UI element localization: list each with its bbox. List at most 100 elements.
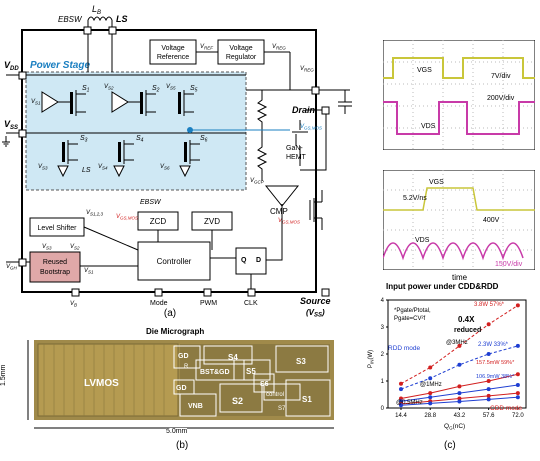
data-point (457, 396, 462, 401)
freq-05mhz-label: @0.5MHz (396, 400, 423, 406)
data-point (486, 352, 491, 356)
micrograph-title: Die Micrograph (146, 327, 205, 336)
formula-label-2: Pgate=CV²f (394, 316, 426, 322)
q-label: Q (241, 257, 247, 264)
resistor-divider (256, 90, 268, 181)
vgsmos-bottom-label: VGS,MOS (278, 218, 300, 225)
level-label: 400V (483, 217, 500, 224)
data-point (515, 395, 520, 400)
freq-1mhz-label: @1MHz (420, 382, 442, 388)
micrograph-width-label: 5.0mm (166, 428, 188, 435)
data-point (428, 365, 433, 370)
reduced-label-1: 0.4X (458, 315, 475, 324)
time-axis-label: time (452, 273, 468, 282)
die-texture (43, 344, 165, 416)
source-pin-sub-label: (VSS) (306, 308, 325, 319)
reduced-label-2: reduced (454, 327, 481, 334)
vs5-label: VS5 (166, 84, 176, 91)
voltage-regulator-label-2: Regulator (226, 54, 257, 61)
y-tick-label: 4 (381, 298, 385, 304)
vdd-pin-label: VDD (4, 60, 19, 72)
vss-pin-label: VSS (4, 119, 18, 131)
data-point (515, 391, 520, 396)
annot-157mw: 157.5mW 59%* (476, 360, 515, 366)
zcd-label: ZCD (150, 217, 167, 226)
gan-hemt-symbol (292, 120, 308, 166)
reused-bootstrap-label-1: Reused (43, 259, 67, 266)
data-point (428, 401, 433, 406)
x-tick-label: 28.8 (424, 413, 436, 419)
switch-row-bottom: VS3 VS4 VS6 S3 S4 S6 LS (38, 135, 208, 178)
annot-106mw: 106.9mW 38%* (476, 374, 515, 380)
block-s7: S7 (278, 406, 286, 412)
ebsw-pad (83, 26, 92, 35)
data-point (398, 381, 403, 386)
vs4-label: VS4 (98, 164, 108, 171)
vreg2-label: VREG (300, 66, 314, 73)
block-gd-mid: GD (176, 385, 187, 392)
vgs-label-bottom: VGS (429, 179, 444, 186)
micrograph-height-label: 1.5mm (0, 364, 7, 386)
data-point (428, 395, 433, 400)
data-point (457, 384, 462, 389)
vds-label-bottom: VDS (415, 237, 430, 244)
pwm-pin-label: PWM (200, 300, 217, 307)
schematic-panel: Power Stage LB EBSW LS VDD VSS Voltage R… (2, 4, 352, 319)
gan-label-2: HEMT (286, 154, 307, 161)
vs1-label: VS1 (31, 99, 41, 106)
s1-label: S1 (82, 85, 90, 94)
data-point (398, 387, 403, 392)
voltage-reference-label-1: Voltage (161, 45, 184, 52)
vin-pin-label: VB (70, 301, 77, 308)
ls-pad (108, 26, 117, 35)
series-line-0 (400, 304, 519, 385)
gan-label-1: GaN- (286, 145, 303, 152)
s5-label: S5 (190, 85, 198, 94)
scope-panel-top: VGS 7V/div VDS 200V/div (383, 40, 535, 150)
x-tick-label: 57.6 (483, 413, 495, 419)
data-point (457, 362, 462, 367)
x-tick-label: 14.4 (395, 413, 407, 419)
y-tick-label: 2 (381, 352, 385, 358)
vds-label-top: VDS (421, 123, 436, 130)
annot-3-8w: 3.8W 57%* (474, 302, 505, 308)
block-lvmos: LVMOS (84, 378, 119, 389)
data-point (457, 343, 462, 348)
vdd-pad (18, 71, 27, 80)
block-s5: S5 (246, 367, 256, 376)
block-s6: S6 (260, 381, 269, 388)
s2-label: S2 (152, 85, 160, 94)
data-point (457, 399, 462, 404)
power-stage-block (25, 71, 247, 191)
data-point (486, 387, 491, 392)
block-s4: S4 (228, 353, 238, 362)
vgs-scale-top: 7V/div (491, 73, 511, 80)
vs1b-label: VS1 (84, 268, 94, 275)
vgs-trace-top (383, 57, 535, 79)
vgs-label-top: VGS (417, 67, 432, 74)
data-point (428, 376, 433, 381)
block-s2: S2 (232, 396, 243, 406)
vs2-label: VS2 (104, 84, 114, 91)
vds-scale-top: 200V/div (487, 95, 515, 102)
mode-pin-label: Mode (150, 300, 168, 307)
caption-b: (b) (176, 440, 189, 451)
block-s3: S3 (296, 357, 306, 366)
block-gd-top: GD (178, 353, 189, 360)
series-line-1 (400, 345, 519, 390)
data-point (398, 403, 403, 408)
vgsmos-top-label: VGS,MOS (300, 124, 322, 131)
data-point (515, 372, 520, 377)
vreg-label: VREG (272, 44, 286, 51)
cdd-mode-label: CDD mode (490, 405, 523, 412)
controller-label: Controller (157, 257, 192, 266)
voltage-regulator-label-1: Voltage (229, 45, 252, 52)
s4-label: S4 (136, 135, 144, 144)
ground-icon (2, 136, 10, 147)
ls-pin-label: LS (116, 14, 128, 24)
freq-3mhz-label: @3MHz (446, 340, 468, 346)
x-tick-label: 43.2 (454, 413, 466, 419)
comparator-symbol (264, 185, 300, 207)
d-label: D (256, 257, 261, 264)
